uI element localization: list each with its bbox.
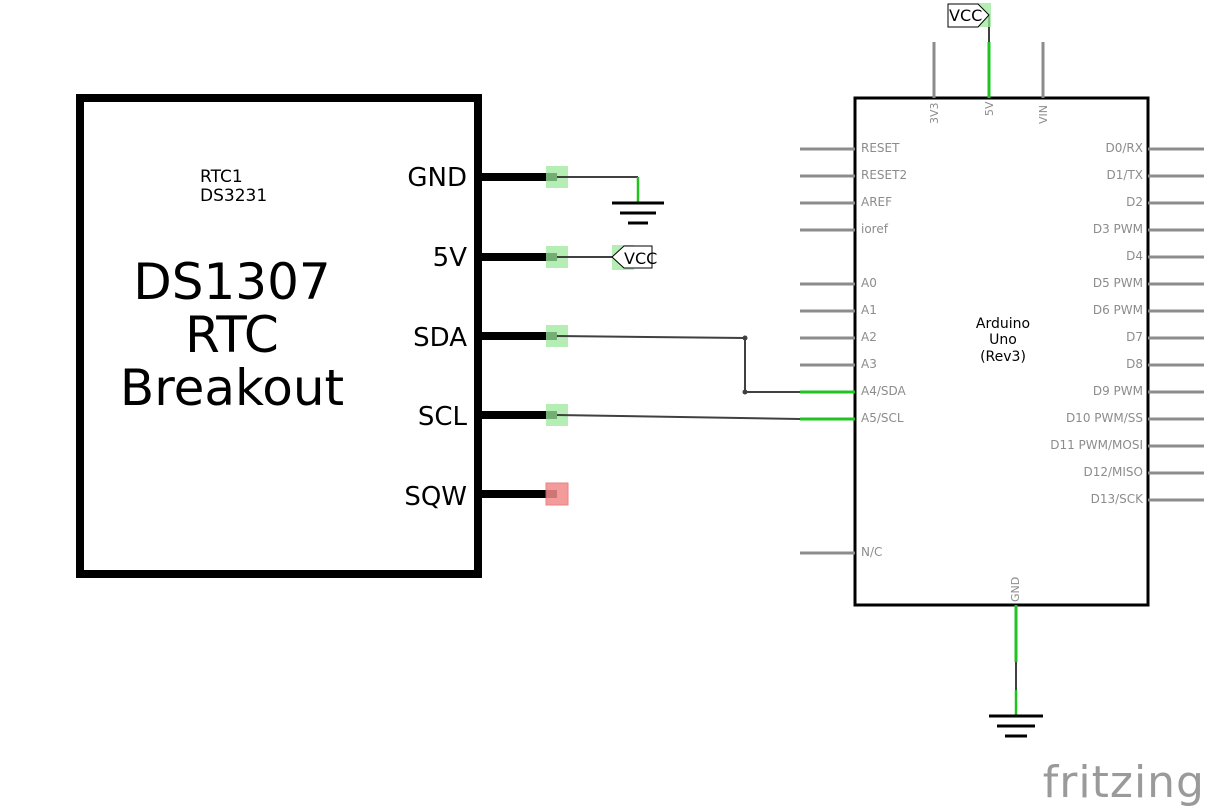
rtc-pin-gnd[interactable]: GND [407,163,568,193]
rtc-vcc-net: VCC [557,245,657,270]
rtc-pin-label-scl: SCL [418,402,468,432]
arduino-right-pins: D0/RX D1/TX D2 D3 PWM D4 D5 PWM D6 PWM D… [1050,141,1204,506]
vcc-label-top-text: VCC [949,6,982,25]
pin-label-d3: D3 PWM [1093,222,1143,236]
rtc-part-label: DS3231 [200,186,267,206]
pin-label-a3: A3 [861,357,877,371]
rtc-pin-sqw[interactable]: SQW [404,482,569,512]
pin-label-d8: D8 [1126,357,1143,371]
pin-label-reset2: RESET2 [861,168,907,182]
ground-symbol-arduino [989,714,1043,738]
pin-label-d2: D2 [1126,195,1143,209]
pin-label-reset: RESET [861,141,900,155]
arduino-body [853,96,1150,607]
wire-scl[interactable] [556,414,801,420]
vcc-label-rtc-text: VCC [624,249,657,268]
arduino-left-pins: RESET RESET2 AREF ioref A0 A1 A2 A3 A4/S… [800,141,907,559]
rtc-module-body [76,94,482,578]
vcc-label-rtc: VCC [611,245,657,270]
rtc-title-line-3: Breakout [120,359,344,417]
pin-label-gnd: GND [1009,577,1022,602]
pin-label-a0: A0 [861,276,877,290]
ground-symbol-rtc [612,201,664,225]
wire-sda-bend-1 [742,335,748,341]
pin-label-ioref: ioref [861,222,889,236]
pin-label-a4-sda: A4/SDA [861,384,907,398]
rtc-module: RTC1 DS3231 DS1307 RTC Breakout GND 5V S… [76,94,569,578]
rtc-pin-5v[interactable]: 5V [433,243,568,273]
arduino-bottom-pin: GND [989,577,1043,738]
i2c-wires [556,335,801,420]
pin-label-5v: 5V [983,101,996,116]
wire-sda-bend-2 [742,389,748,395]
rtc-pin-label-gnd: GND [407,163,467,193]
rtc-pin-sda[interactable]: SDA [413,323,568,353]
pin-label-d1: D1/TX [1107,168,1143,182]
wire-sda[interactable] [556,335,800,393]
pin-label-d6: D6 PWM [1093,303,1143,317]
arduino-uno: Arduino Uno (Rev3) 3V3 5V VIN VCC RESET … [800,3,1204,738]
rtc-title-line-1: DS1307 [133,253,331,311]
rtc-ref-label: RTC1 [200,167,243,187]
pin-label-aref: AREF [861,195,892,209]
pin-label-d0: D0/RX [1106,141,1143,155]
pin-label-d7: D7 [1126,330,1143,344]
arduino-title-line-1: Arduino [976,316,1030,332]
pin-label-d4: D4 [1126,249,1143,263]
fritzing-watermark: fritzing [1043,757,1205,808]
pin-label-a2: A2 [861,330,877,344]
rtc-pin-scl[interactable]: SCL [418,402,568,432]
pin-label-a1: A1 [861,303,877,317]
pin-label-a5-scl: A5/SCL [861,411,904,425]
arduino-title-line-2: Uno [989,332,1017,348]
rtc-pin-label-sqw: SQW [404,482,467,512]
pin-label-d13: D13/SCK [1091,492,1145,506]
pin-label-d9: D9 PWM [1093,384,1143,398]
pin-label-d10: D10 PWM/SS [1066,411,1143,425]
rtc-gnd-net [557,176,664,225]
vcc-label-top: VCC [947,3,991,42]
arduino-title-line-3: (Rev3) [980,349,1026,365]
pin-label-3v3: 3V3 [928,102,941,124]
arduino-top-pins: 3V3 5V VIN [928,42,1050,124]
rtc-pin-label-5v: 5V [433,243,468,273]
pin-label-d11: D11 PWM/MOSI [1050,438,1143,452]
pin-label-vin: VIN [1037,105,1050,124]
pin-label-d12: D12/MISO [1083,465,1143,479]
rtc-pin-marker-sqw-unconnected[interactable] [545,482,569,506]
rtc-pin-label-sda: SDA [413,323,467,353]
rtc-title-line-2: RTC [185,306,279,364]
pin-label-nc: N/C [861,545,882,559]
pin-label-d5: D5 PWM [1093,276,1143,290]
